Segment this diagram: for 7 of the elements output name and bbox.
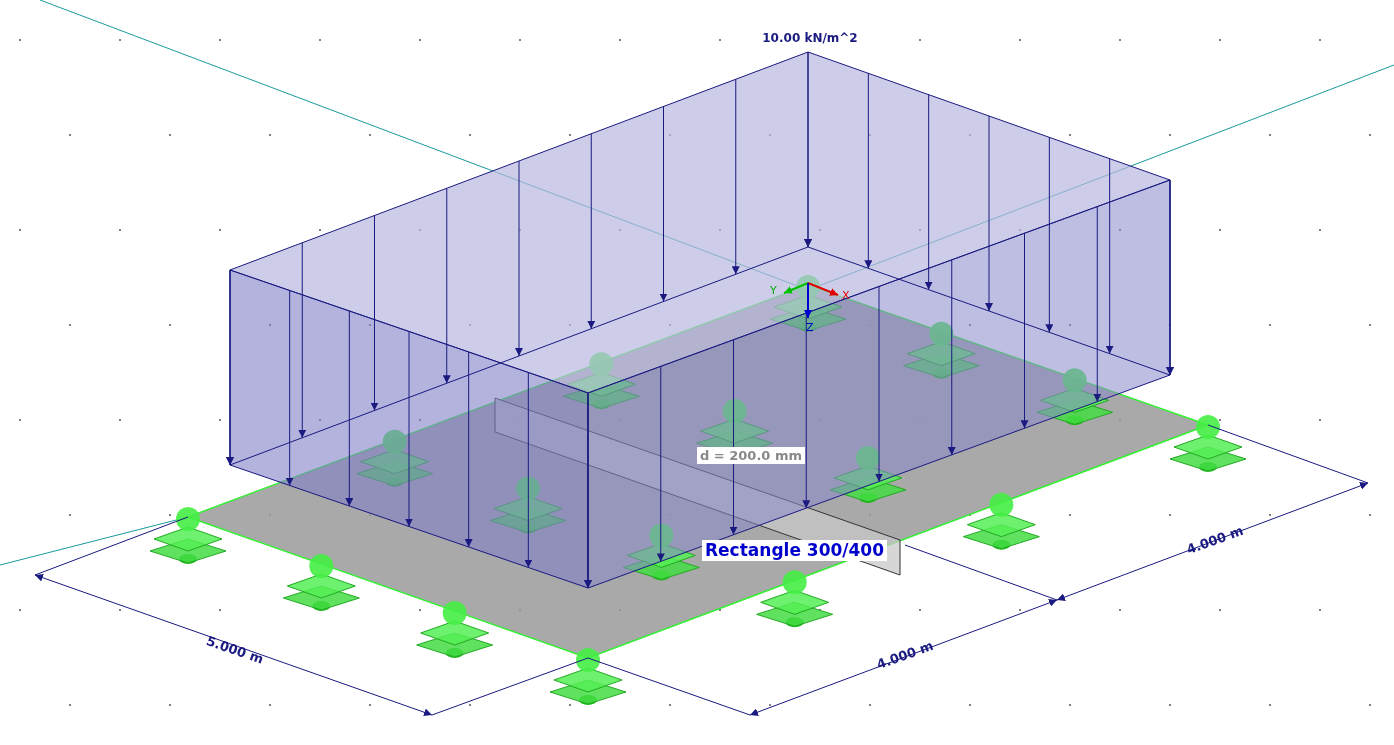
thickness-label: d = 200.0 mm (697, 447, 805, 464)
axis-label: Y (770, 285, 777, 296)
dimension-value: 5.000 m (204, 634, 266, 666)
dimension-value: 4.000 m (874, 638, 936, 672)
load-value: 10.00 kN/m^2 (762, 32, 858, 44)
dimension-value: 4.000 m (1184, 523, 1246, 557)
cross-section-label: Rectangle 300/400 (702, 540, 888, 561)
